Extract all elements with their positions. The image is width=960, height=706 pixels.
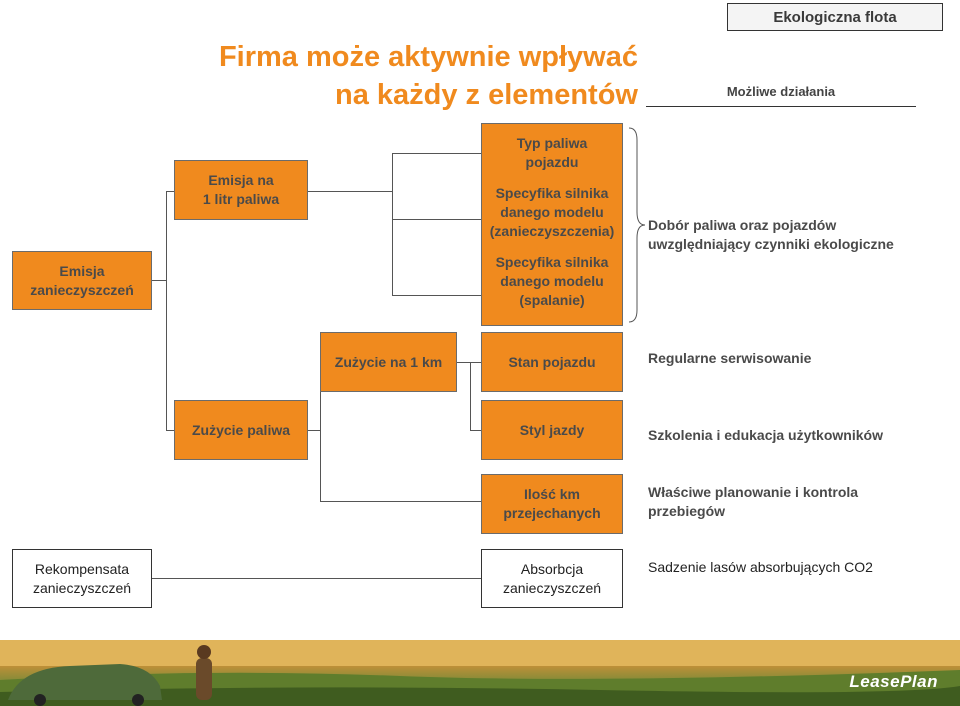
action-szkolenia: Szkolenia i edukacja użytkowników: [648, 427, 883, 443]
connector: [320, 362, 321, 502]
node-silnik-group: Typ paliwa pojazdu Specyfika silnika dan…: [481, 123, 623, 326]
section-tag: Ekologiczna flota: [727, 3, 943, 31]
page-title: Firma może aktywnie wpływać na każdy z e…: [219, 38, 638, 114]
node-absorbcja: Absorbcja zanieczyszczeń: [481, 549, 623, 608]
connector: [470, 362, 471, 431]
header-rule: [646, 106, 916, 107]
landscape-image: [0, 640, 960, 706]
connector: [152, 280, 166, 281]
connector: [152, 578, 481, 579]
node-stan-pojazdu: Stan pojazdu: [481, 332, 623, 392]
actions-column-header: Możliwe działania: [726, 84, 836, 99]
connector: [457, 362, 470, 363]
node-styl-jazdy: Styl jazdy: [481, 400, 623, 460]
node-ilosc-km: Ilość km przejechanych: [481, 474, 623, 534]
node-zuzycie-paliwa: Zużycie paliwa: [174, 400, 308, 460]
action-serwisowanie: Regularne serwisowanie: [648, 350, 812, 366]
connector: [470, 362, 481, 363]
connector: [308, 191, 392, 192]
connector: [470, 430, 481, 431]
node-zuzycie-na-km: Zużycie na 1 km: [320, 332, 457, 392]
connector: [166, 191, 167, 431]
action-sadzenie: Sadzenie lasów absorbujących CO2: [648, 559, 873, 575]
node-rekompensata: Rekompensata zanieczyszczeń: [12, 549, 152, 608]
node-typ-paliwa: Typ paliwa pojazdu: [516, 135, 588, 170]
title-line-2: na każdy z elementów: [335, 79, 638, 111]
connector: [166, 430, 174, 431]
node-specyfika-spalanie: Specyfika silnika danego modelu (spalani…: [495, 254, 609, 308]
connector: [392, 153, 393, 296]
leaseplan-logo: LeasePlan: [849, 672, 938, 691]
title-line-1: Firma może aktywnie wpływać: [218, 41, 638, 73]
connector: [320, 501, 481, 502]
node-specyfika-zanieczyszczenia: Specyfika silnika danego modelu (zaniecz…: [489, 185, 615, 239]
footer-photo: LeasePlan: [0, 640, 960, 706]
node-emisja-zanieczyszczen: Emisja zanieczyszczeń: [12, 251, 152, 310]
connector: [392, 295, 481, 296]
node-emisja-na-litr: Emisja na 1 litr paliwa: [174, 160, 308, 220]
connector: [166, 191, 174, 192]
action-planowanie: Właściwe planowanie i kontrola przebiegó…: [648, 484, 859, 519]
action-dobor-paliwa: Dobór paliwa oraz pojazdów uwzględniając…: [648, 217, 894, 252]
connector: [308, 430, 320, 431]
curly-brace: [628, 127, 646, 323]
connector: [392, 219, 481, 220]
connector: [392, 153, 481, 154]
